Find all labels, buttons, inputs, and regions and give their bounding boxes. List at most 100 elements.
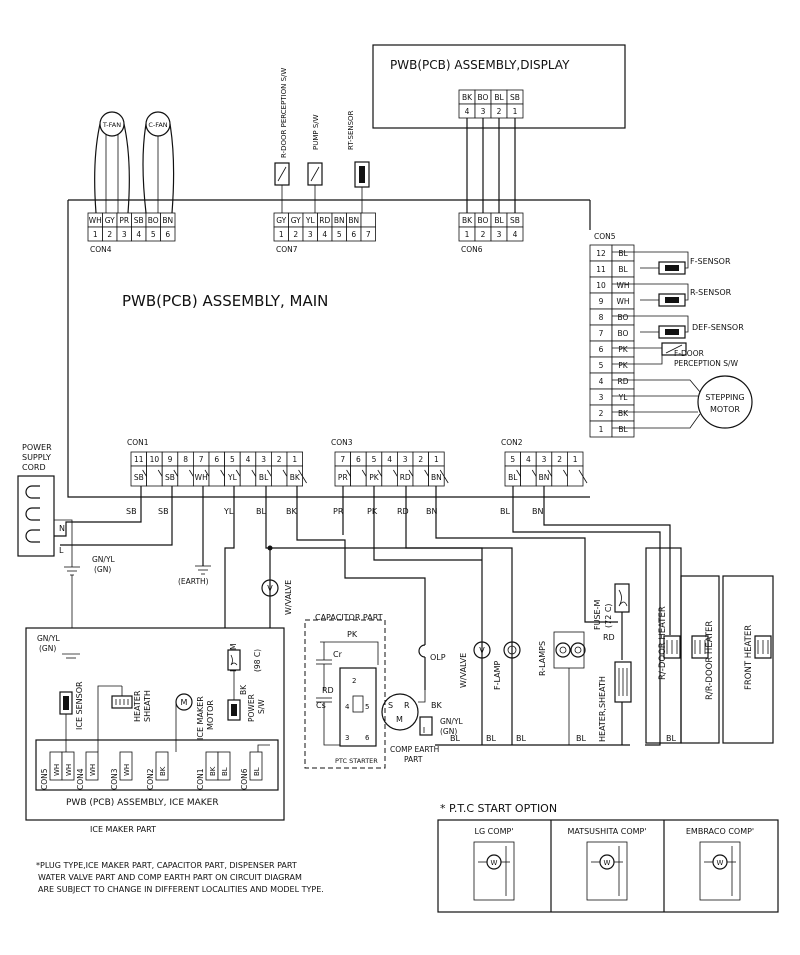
con2-name: CON2 [501,438,523,447]
con5-pin-label: 6 [599,345,604,354]
con5-name: CON5 [594,232,616,241]
valve-symbol: V [267,584,273,593]
ice-con2-name: CON2 [146,768,155,790]
con1-pin-label: 5 [230,455,235,464]
wire-bl: BL [256,507,266,516]
con2-latch-mark [578,469,588,484]
wire-pr: PR [333,507,344,516]
wire-bk: BK [286,507,297,516]
pump-switch: PUMP S/W [307,114,323,213]
con5-color-cell [611,420,635,438]
con2-pin-label: 2 [557,455,562,464]
con3-pin-label: 1 [434,455,439,464]
ice-con5-name: CON5 [40,768,49,790]
ptc-option-title: * P.T.C START OPTION [440,802,557,815]
gn-label: (GN) [94,565,111,574]
con4-pins-cell [160,226,176,242]
def-sensor-label: DEF-SENSOR [692,323,744,332]
con4-colors-label: SB [134,216,144,225]
ice-con5-color: WH [65,764,73,776]
con4-colors-label: PR [119,216,129,225]
con1-color-cell [208,465,226,487]
wire-bl-b2: BL [486,734,496,743]
con6-colors-label: BL [494,216,504,225]
olp: OLP [418,644,446,690]
r-door-perception-label: R-DOOR PERCEPTION S/W [280,68,288,158]
con5-pin-label: 12 [596,249,606,258]
con6-pins-label: 1 [465,230,470,239]
con2-pin-label: 3 [542,455,547,464]
ptc-option: * P.T.C START OPTION LG COMP'WMATSUSHITA… [437,802,779,913]
heater-sheath-ice-2: SHEATH [143,690,152,722]
con6-colors-label: SB [510,216,520,225]
ice-con5-color: WH [53,764,61,776]
ice-maker-part: ICE MAKER PART GN/YL (GN) PWB (PCB) ASSE… [25,627,285,834]
con7-colors-label: RD [319,216,330,225]
ice-con5-cell [61,751,75,781]
display-con6-wires [466,118,516,213]
w-valve-label: W/VALVE [459,653,468,688]
con6-pins-label: 2 [481,230,486,239]
ice-gn: (GN) [39,644,56,653]
con6-colors-label: BO [478,216,489,225]
con1-pin-label: 10 [150,455,160,464]
con2-color-cell [520,465,537,487]
con5-color-label: PK [618,361,629,370]
ice-con2-cell [155,751,169,781]
comp-gn-label: (GN) [440,727,457,736]
power-supply-label-1: POWER [22,443,52,452]
wire-sb-2: SB [158,507,169,516]
wire-sb-1: SB [126,507,137,516]
stepping-motor: STEPPING MOTOR [612,375,753,429]
con1-color-cell [270,465,288,487]
con7-colors-label: BN [334,216,345,225]
f-door-label-2: PERCEPTION S/W [674,359,739,368]
ptc-option-box [586,841,628,901]
fuse-ice-label-2: (98 C) [253,649,262,672]
w-valve: V W/VALVE [459,641,491,688]
ptc-pin-3: 3 [345,734,349,742]
ice-maker-part-label: ICE MAKER PART [90,825,156,834]
pump-switch-label: PUMP S/W [312,114,320,150]
comp-gnyl-label: GN/YL [440,717,464,726]
ice-con6-cell [249,751,263,781]
con4-colors-label: BO [148,216,159,225]
con3-pin-label: 5 [372,455,377,464]
con7-pins-cell [360,226,376,242]
con7-colors-cell [360,212,376,228]
con4-pins-label: 4 [136,230,141,239]
ice-motor-label-2: MOTOR [206,700,215,730]
con6-colors-label: BK [462,216,473,225]
con5-color-label: BK [618,409,629,418]
con1-color-label: SB [165,473,175,482]
con4-pins-label: 6 [165,230,170,239]
con1-pin-label: 11 [134,455,144,464]
con5-pin-label: 5 [599,361,604,370]
capacitor-part: CAPACITOR PART PK Cr Cs RD [304,613,386,769]
con5-pin-label: 10 [596,281,606,290]
ptc-option-box [699,841,741,901]
con1-color-cell [239,465,257,487]
comp-s: S [388,701,393,710]
ice-con1-name: CON1 [196,768,205,790]
wire-bn-2: BN [532,507,543,516]
con5-pin-label: 3 [599,393,604,402]
con1-pin-label: 4 [246,455,251,464]
con1-name: CON1 [127,438,149,447]
cs-label: Cs [316,701,326,710]
con1-pin-label: 9 [168,455,173,464]
front-heater-label: FRONT HEATER [744,625,754,690]
con3-color-cell [350,465,367,487]
con2-pin-label: 5 [510,455,515,464]
display-colors-label: BO [478,93,489,102]
power-supply-label-3: CORD [22,463,46,472]
display-colors-label: SB [510,93,520,102]
ice-con4-cell [85,751,99,781]
con5-color-label: BO [618,313,629,322]
